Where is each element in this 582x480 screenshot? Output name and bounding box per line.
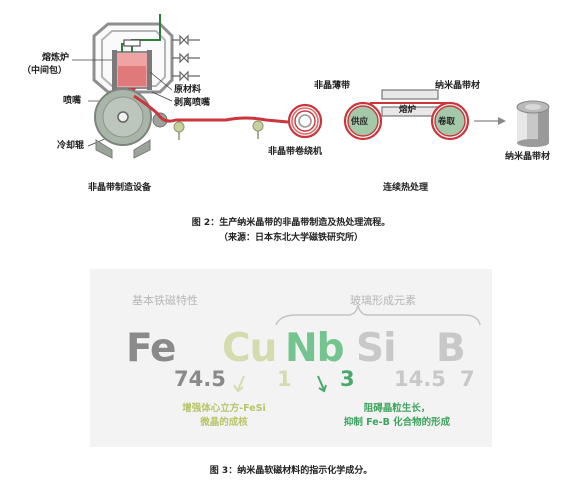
value-cu: 1: [277, 367, 292, 391]
element-si: Si: [356, 326, 396, 371]
label-supply: 供应: [351, 117, 369, 127]
label-strip-nozzle: 剥离喷嘴: [174, 98, 211, 108]
section-heat-treatment: 连续热处理: [383, 183, 429, 193]
element-nb: Nb: [285, 326, 345, 371]
figure3-caption: 图 3：纳米晶软磁材料的指示化学成分。: [209, 466, 373, 476]
label-heat-furnace: 熔炉: [399, 105, 417, 115]
label-furnace: 熔炼炉: [42, 53, 70, 63]
strip-winder-coil: [287, 103, 323, 139]
process-diagram: [72, 14, 550, 159]
gas-pipe: [121, 14, 161, 52]
label-nanocrystal-product: 纳米晶带材: [505, 152, 551, 162]
value-fe: 74.5: [174, 367, 226, 391]
label-cooling-roll: 冷却辊: [57, 141, 85, 151]
label-basic-ferromagnetic: 基本铁磁特性: [132, 294, 198, 307]
arrow-to-product: [474, 117, 506, 125]
glass-forming-brace: [275, 304, 481, 326]
note-cu-line1: 增强体心立方-FeSi: [182, 403, 266, 414]
label-raw-material: 原材料: [174, 85, 202, 95]
label-nanocrystal-strip: 纳米晶带材: [435, 81, 481, 91]
tension-rollers: [173, 120, 264, 140]
label-nozzle: 喷嘴: [63, 96, 82, 106]
figure2-caption-line1: 图 2：生产纳米晶带的非晶带制造及热处理流程。: [191, 218, 391, 228]
amorphous-strip-path: [133, 94, 289, 124]
figure2-caption-line2: （来源：日本东北大学磁铁研究所）: [218, 233, 363, 243]
value-nb: 3: [340, 367, 355, 391]
section-equipment: 非晶带制造设备: [88, 183, 152, 193]
value-si: 14.5: [394, 367, 446, 391]
cooling-roll: [94, 88, 152, 159]
label-winding: 卷取: [438, 117, 456, 127]
panel-graphics: [233, 304, 481, 393]
label-strip-winder: 非晶带卷绕机: [268, 147, 323, 157]
crucible: [112, 50, 152, 96]
element-b: B: [436, 326, 466, 371]
label-glass-forming: 玻璃形成元素: [350, 294, 416, 307]
element-cu: Cu: [222, 326, 277, 371]
winding-coil: [430, 101, 470, 141]
label-tundish: （中间包）: [22, 66, 68, 76]
product-roll: [516, 100, 550, 147]
arrow-cu-icon: [233, 375, 245, 393]
note-nb-line2: 抑制 Fe-B 化合物的形成: [343, 417, 451, 428]
arrow-nb-icon: [317, 375, 327, 393]
valves: [172, 34, 200, 82]
supply-coil: [343, 101, 383, 141]
note-nb-line1: 阻碍晶粒生长，: [363, 403, 431, 414]
composition-panel: 基本铁磁特性 玻璃形成元素 Fe Cu Nb Si B 74.5 1 3 14.…: [90, 269, 492, 447]
value-b: 7: [460, 367, 475, 391]
element-fe: Fe: [126, 326, 177, 371]
label-amorphous-thin-strip: 非晶薄带: [314, 81, 351, 91]
note-cu-line2: 微晶的成核: [200, 417, 248, 428]
